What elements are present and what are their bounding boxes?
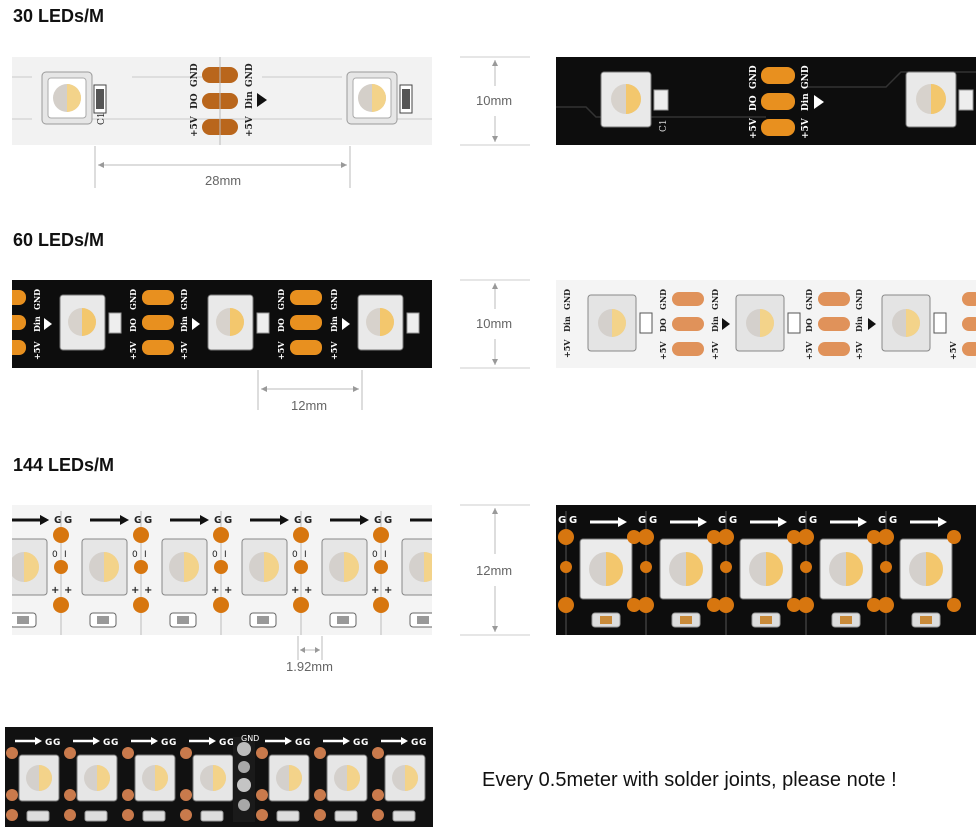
width-dimension-144: [460, 504, 530, 636]
din-label: Din: [32, 316, 42, 332]
g-pad-label: G: [64, 515, 72, 526]
gnd-label: GND: [190, 63, 200, 87]
solder-pads: [818, 292, 850, 356]
g-pad-label: G: [54, 515, 62, 526]
din-label: Din: [562, 316, 572, 332]
v5-label: +5V: [245, 115, 255, 137]
v5-label: +5V: [562, 339, 572, 358]
solder-pads: [142, 290, 174, 355]
g-pad-label: G: [558, 515, 566, 526]
plus-pad-label: +: [64, 585, 72, 596]
width-dimension-30: [460, 56, 530, 146]
din-label: Din: [854, 316, 864, 332]
din-label: Din: [710, 316, 720, 332]
gnd-label: GND: [179, 289, 189, 310]
width-dimension-60: [460, 279, 530, 369]
led-chip: [346, 71, 398, 125]
section-title-60: 60 LEDs/M: [13, 230, 105, 250]
gnd-label: GND: [32, 289, 42, 310]
v5-label: +5V: [128, 341, 138, 360]
width-label-60: 10mm: [476, 316, 513, 331]
solder-pads: [672, 292, 704, 356]
solder-pads: [761, 67, 795, 136]
led-chip: [587, 294, 637, 352]
pitch-label-60: 12mm: [291, 398, 328, 413]
led-chip: [881, 294, 931, 352]
v5-label: +5V: [276, 341, 286, 360]
led-chip: [600, 71, 652, 128]
section-title-30: 30 LEDs/M: [13, 6, 105, 26]
gnd-label: GND: [854, 289, 864, 310]
led-chip: [357, 294, 404, 351]
gnd-label: GND: [128, 289, 138, 310]
v5-label: +5V: [854, 341, 864, 360]
plus-pad-label: +: [51, 585, 59, 596]
pitch-dimension-60: [257, 370, 363, 410]
led-chip: [41, 71, 93, 125]
do-label: DO: [128, 318, 138, 332]
cap-label: C1: [659, 119, 669, 132]
strip-60-black: GND Din +5V GND DO +5V GND Din +5V GND D…: [12, 280, 432, 368]
pitch-label-144: 1.92mm: [286, 659, 333, 674]
v5-label: +5V: [32, 341, 42, 360]
do-label: DO: [276, 318, 286, 332]
g-pad-label: G: [569, 515, 577, 526]
solder-joint: GND: [233, 734, 259, 822]
strip-144-white: G G 0 I + +: [12, 505, 432, 635]
led-chip: [207, 294, 254, 351]
width-label-30: 10mm: [476, 93, 513, 108]
direction-arrow-icon: [814, 95, 824, 109]
v5-label: +5V: [749, 117, 759, 139]
width-label-144: 12mm: [476, 563, 513, 578]
v5-label: +5V: [179, 341, 189, 360]
led-chip: [905, 71, 957, 128]
gnd-label: GND: [804, 289, 814, 310]
led-chip: [735, 294, 785, 352]
v5-label: +5V: [710, 341, 720, 360]
do-label: DO: [749, 95, 759, 111]
v5-label: +5V: [190, 115, 200, 137]
gnd-label: GND: [658, 289, 668, 310]
section-title-144: 144 LEDs/M: [13, 455, 115, 475]
v5-label: +5V: [804, 341, 814, 360]
led-chip: [59, 294, 106, 351]
gnd-label: GND: [329, 289, 339, 310]
gnd-label: GND: [749, 65, 759, 89]
g-pad-label: G: [45, 738, 52, 748]
gnd-label: GND: [801, 65, 811, 89]
strip-30-white: C1 GND DO +5V GND Din +5V: [12, 57, 432, 145]
solder-joint-note: Every 0.5meter with solder joints, pleas…: [482, 769, 897, 791]
g-pad-label: G: [53, 738, 60, 748]
i-pad-label: I: [64, 550, 67, 560]
gnd-label: GND: [710, 289, 720, 310]
solder-pads: [290, 290, 322, 355]
v5-label: +5V: [329, 341, 339, 360]
v5-label: +5V: [948, 341, 958, 360]
do-label: DO: [804, 318, 814, 332]
do-label: DO: [190, 93, 200, 109]
din-label: Din: [179, 316, 189, 332]
v5-label: +5V: [801, 117, 811, 139]
pitch-label-30: 28mm: [205, 173, 242, 188]
strip-144-black: G G: [556, 505, 976, 635]
v5-label: +5V: [658, 341, 668, 360]
gnd-label: GND: [241, 734, 259, 743]
din-label: Din: [329, 316, 339, 332]
din-label: Din: [801, 93, 811, 111]
gnd-label: GND: [245, 63, 255, 87]
direction-arrow-icon: [257, 93, 267, 107]
pitch-dimension-144: [297, 636, 323, 660]
do-label: DO: [658, 318, 668, 332]
strip-30-black: C1 GND DO +5V GND Din +5V: [556, 57, 976, 145]
gnd-label: GND: [562, 289, 572, 310]
cap-label: C1: [97, 112, 107, 125]
solder-pads: [12, 290, 26, 355]
strip-solder-joint: G G GND: [5, 727, 433, 827]
din-label: Din: [245, 91, 255, 109]
o-pad-label: 0: [52, 550, 58, 560]
gnd-label: GND: [276, 289, 286, 310]
strip-60-white: +5V Din GND GND DO +5V GND Din +5V GND D…: [556, 280, 976, 368]
pitch-dimension-30: [94, 146, 351, 188]
